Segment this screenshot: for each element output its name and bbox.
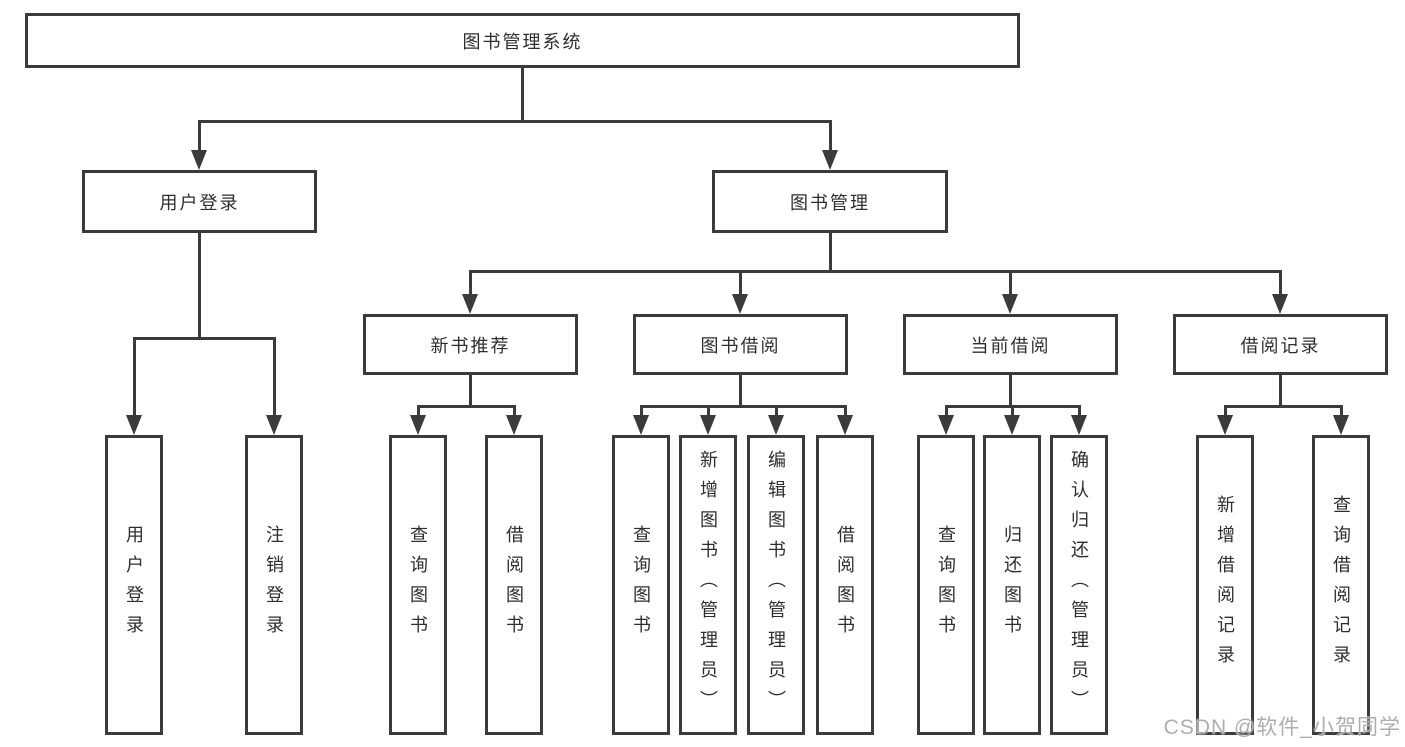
leaf-label: 查询图书 bbox=[936, 525, 956, 645]
node-user-login: 用户登录 bbox=[82, 170, 317, 233]
leaf-label: 查询图书 bbox=[631, 525, 651, 645]
arrow-down-icon bbox=[768, 415, 784, 435]
leaf-borrow-books-recommend: 借阅图书 bbox=[485, 435, 543, 735]
leaf-query-borrow-record: 查询借阅记录 bbox=[1312, 435, 1370, 735]
leaf-return-book: 归还图书 bbox=[983, 435, 1041, 735]
csdn-watermark: CSDN @软件_小贺同学 bbox=[1163, 716, 1401, 739]
leaf-user-login: 用户登录 bbox=[105, 435, 163, 735]
arrow-down-icon bbox=[506, 415, 522, 435]
arrow-down-icon bbox=[410, 415, 426, 435]
connector-book-mgmt-hbar bbox=[469, 270, 1282, 273]
node-current-borrowing: 当前借阅 bbox=[903, 314, 1118, 375]
leaf-borrow-books-borrowing: 借阅图书 bbox=[816, 435, 874, 735]
connector-stem bbox=[469, 270, 472, 296]
connector-stem bbox=[1340, 405, 1343, 417]
leaf-add-borrow-record: 新增借阅记录 bbox=[1196, 435, 1254, 735]
leaf-label: 新增借阅记录 bbox=[1215, 495, 1235, 675]
arrow-down-icon bbox=[837, 415, 853, 435]
node-borrowing-records: 借阅记录 bbox=[1173, 314, 1388, 375]
leaf-query-books-borrowing: 查询图书 bbox=[612, 435, 670, 735]
leaf-label: 查询图书 bbox=[408, 525, 428, 645]
connector-book-mgmt-drop bbox=[829, 233, 832, 273]
node-library-management-system: 图书管理系统 bbox=[25, 13, 1020, 68]
leaf-label: 新增图书（管理员） bbox=[698, 450, 718, 720]
leaf-label: 归还图书 bbox=[1002, 525, 1022, 645]
leaf-edit-book-admin: 编辑图书（管理员） bbox=[747, 435, 805, 735]
connector-stem bbox=[1279, 270, 1282, 296]
leaf-query-books-recommend: 查询图书 bbox=[389, 435, 447, 735]
connector-stem bbox=[198, 120, 201, 152]
connector-recommend-hbar bbox=[417, 405, 516, 408]
arrow-down-icon bbox=[822, 150, 838, 170]
arrow-down-icon bbox=[1002, 294, 1018, 314]
arrow-down-icon bbox=[700, 415, 716, 435]
connector-records-drop bbox=[1279, 375, 1282, 408]
leaf-label: 确认归还（管理员） bbox=[1069, 450, 1089, 720]
connector-stem bbox=[829, 120, 832, 152]
leaf-label: 用户登录 bbox=[124, 525, 144, 645]
node-book-borrowing: 图书借阅 bbox=[633, 314, 848, 375]
connector-root-hbar bbox=[198, 120, 832, 123]
leaf-add-book-admin: 新增图书（管理员） bbox=[679, 435, 737, 735]
arrow-down-icon bbox=[1272, 294, 1288, 314]
connector-borrowing-drop bbox=[739, 375, 742, 408]
leaf-label: 编辑图书（管理员） bbox=[766, 450, 786, 720]
connector-borrowing-hbar bbox=[640, 405, 847, 408]
connector-stem bbox=[133, 337, 136, 417]
connector-stem bbox=[739, 270, 742, 296]
connector-stem bbox=[640, 405, 643, 417]
node-book-management: 图书管理 bbox=[712, 170, 948, 233]
connector-stem bbox=[1011, 405, 1014, 417]
connector-user-login-hbar bbox=[133, 337, 276, 340]
arrow-down-icon bbox=[938, 415, 954, 435]
connector-stem bbox=[417, 405, 420, 417]
arrow-down-icon bbox=[1217, 415, 1233, 435]
arrow-down-icon bbox=[1004, 415, 1020, 435]
arrow-down-icon bbox=[266, 415, 282, 435]
connector-stem bbox=[1078, 405, 1081, 417]
connector-recommend-drop bbox=[469, 375, 472, 408]
arrow-down-icon bbox=[1071, 415, 1087, 435]
arrow-down-icon bbox=[732, 294, 748, 314]
connector-stem bbox=[1009, 270, 1012, 296]
arrow-down-icon bbox=[191, 150, 207, 170]
arrow-down-icon bbox=[462, 294, 478, 314]
leaf-logout: 注销登录 bbox=[245, 435, 303, 735]
connector-records-hbar bbox=[1224, 405, 1343, 408]
connector-stem bbox=[775, 405, 778, 417]
leaf-label: 借阅图书 bbox=[504, 525, 524, 645]
connector-stem bbox=[1224, 405, 1227, 417]
node-new-book-recommend: 新书推荐 bbox=[363, 314, 578, 375]
leaf-confirm-return-admin: 确认归还（管理员） bbox=[1050, 435, 1108, 735]
leaf-label: 查询借阅记录 bbox=[1331, 495, 1351, 675]
connector-stem bbox=[513, 405, 516, 417]
connector-stem bbox=[273, 337, 276, 417]
connector-stem bbox=[707, 405, 710, 417]
connector-user-login-drop bbox=[198, 233, 201, 340]
connector-stem bbox=[844, 405, 847, 417]
arrow-down-icon bbox=[1333, 415, 1349, 435]
leaf-label: 借阅图书 bbox=[835, 525, 855, 645]
leaf-query-books-current: 查询图书 bbox=[917, 435, 975, 735]
leaf-label: 注销登录 bbox=[264, 525, 284, 645]
arrow-down-icon bbox=[126, 415, 142, 435]
connector-current-drop bbox=[1009, 375, 1012, 408]
arrow-down-icon bbox=[633, 415, 649, 435]
connector-root-drop bbox=[521, 68, 524, 123]
connector-stem bbox=[945, 405, 948, 417]
